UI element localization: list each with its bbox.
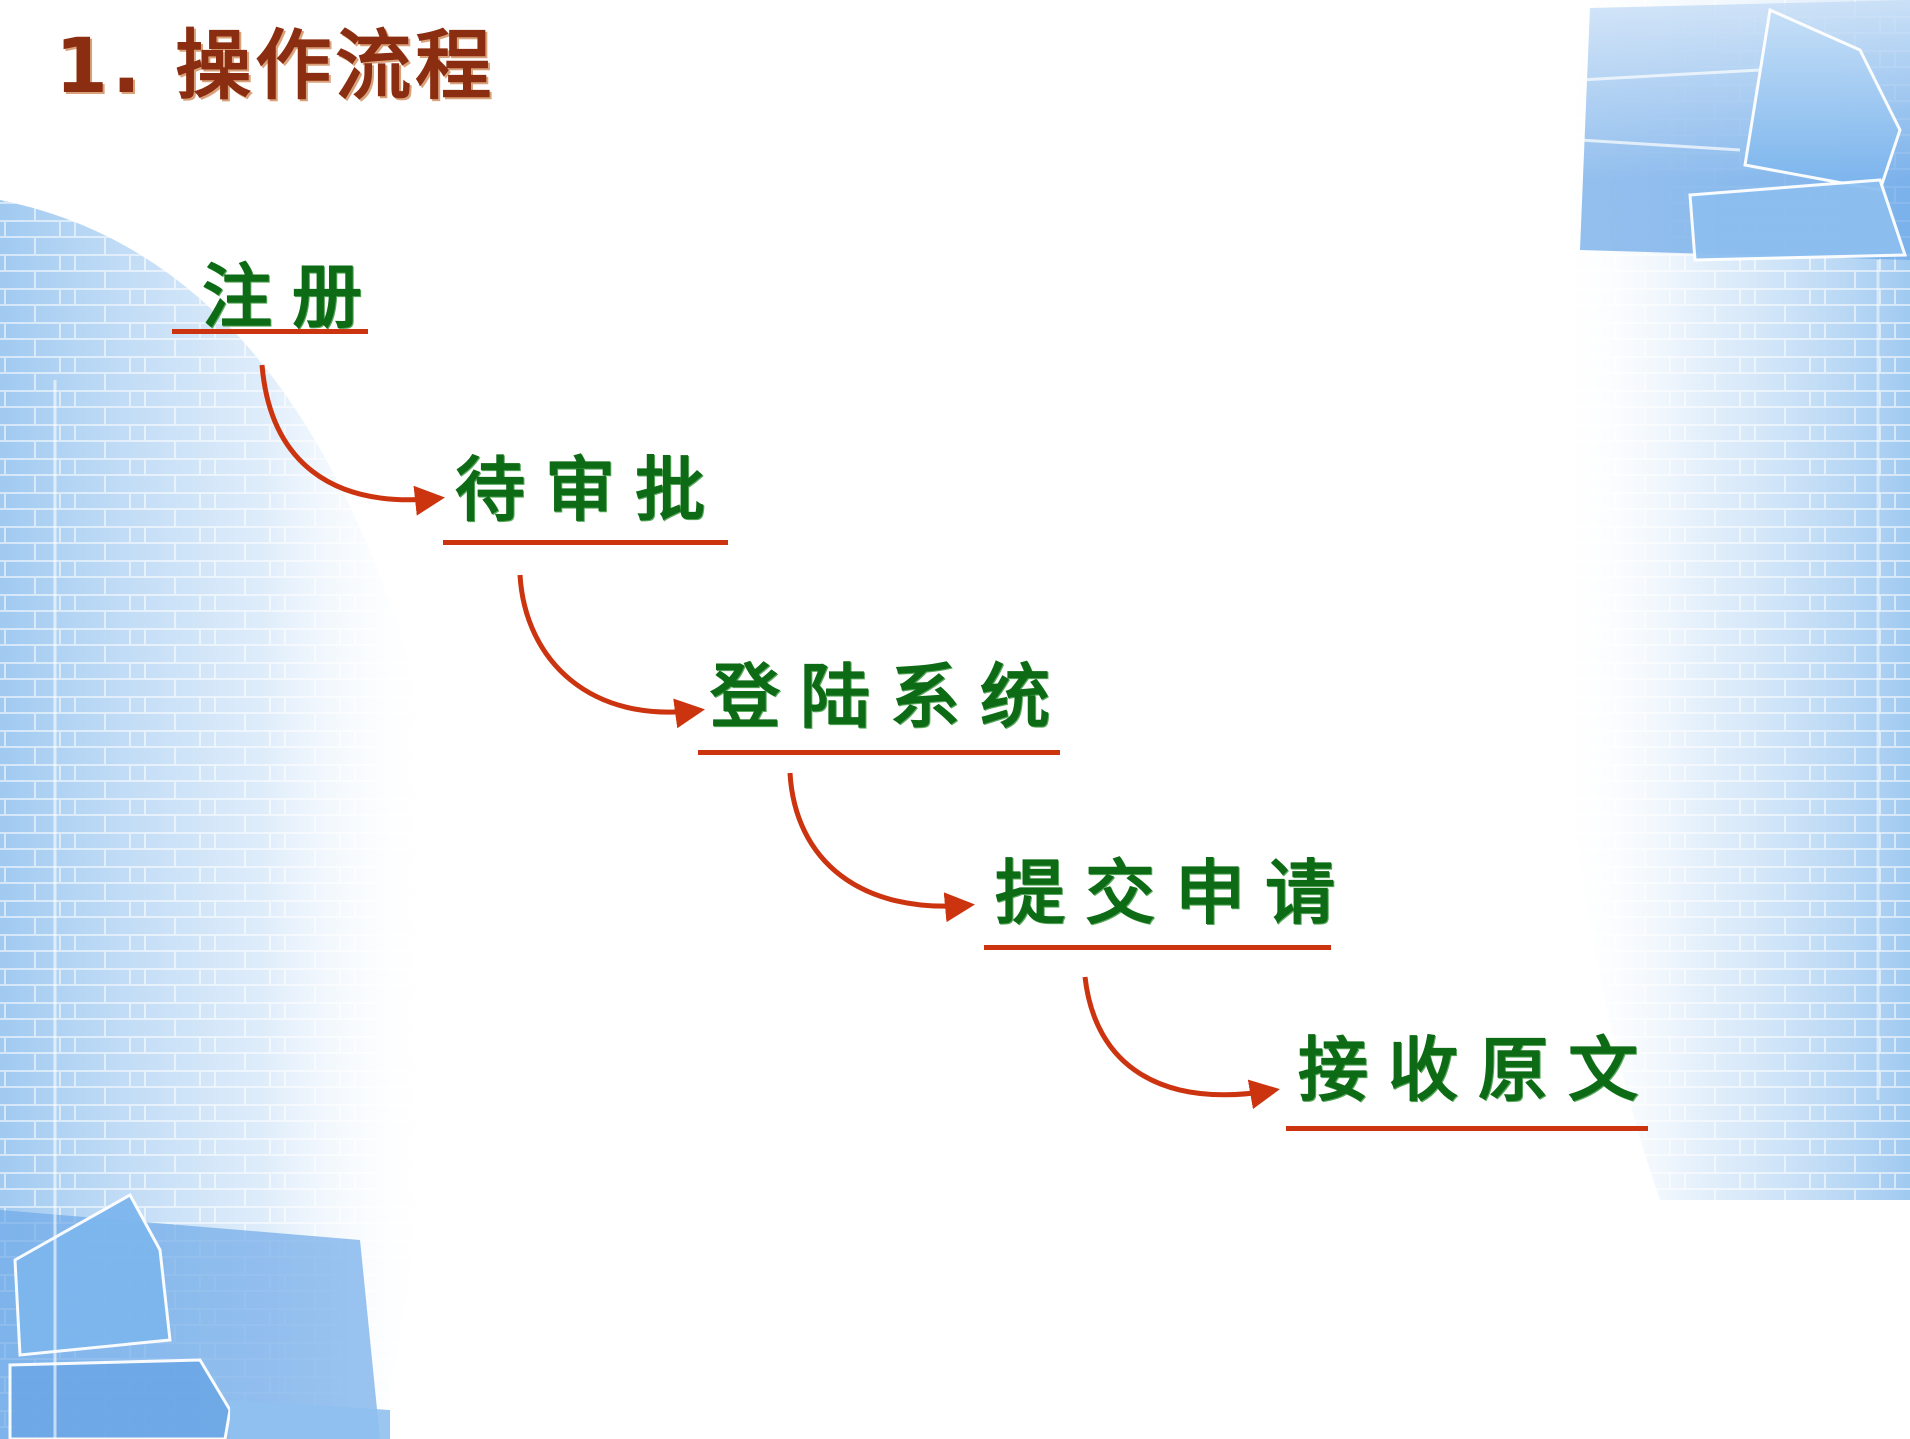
step-submit-application-underline	[984, 945, 1331, 950]
connector-login-to-submit	[787, 772, 975, 923]
step-register-underline	[172, 329, 368, 334]
step-register: 注册	[202, 255, 382, 338]
step-pending-approval-underline	[443, 540, 728, 545]
step-receive-original: 接收原文	[1298, 1028, 1658, 1111]
connector-register-to-pending	[259, 364, 445, 516]
page-title: 1. 操作流程	[55, 21, 496, 110]
step-login-underline	[698, 750, 1060, 755]
step-login: 登陆系统	[710, 655, 1070, 738]
connector-submit-to-receive	[1082, 976, 1280, 1110]
connector-pending-to-login	[517, 574, 705, 729]
step-pending-approval: 待审批	[455, 448, 725, 531]
step-submit-application: 提交申请	[995, 851, 1355, 934]
step-receive-original-underline	[1286, 1126, 1648, 1131]
